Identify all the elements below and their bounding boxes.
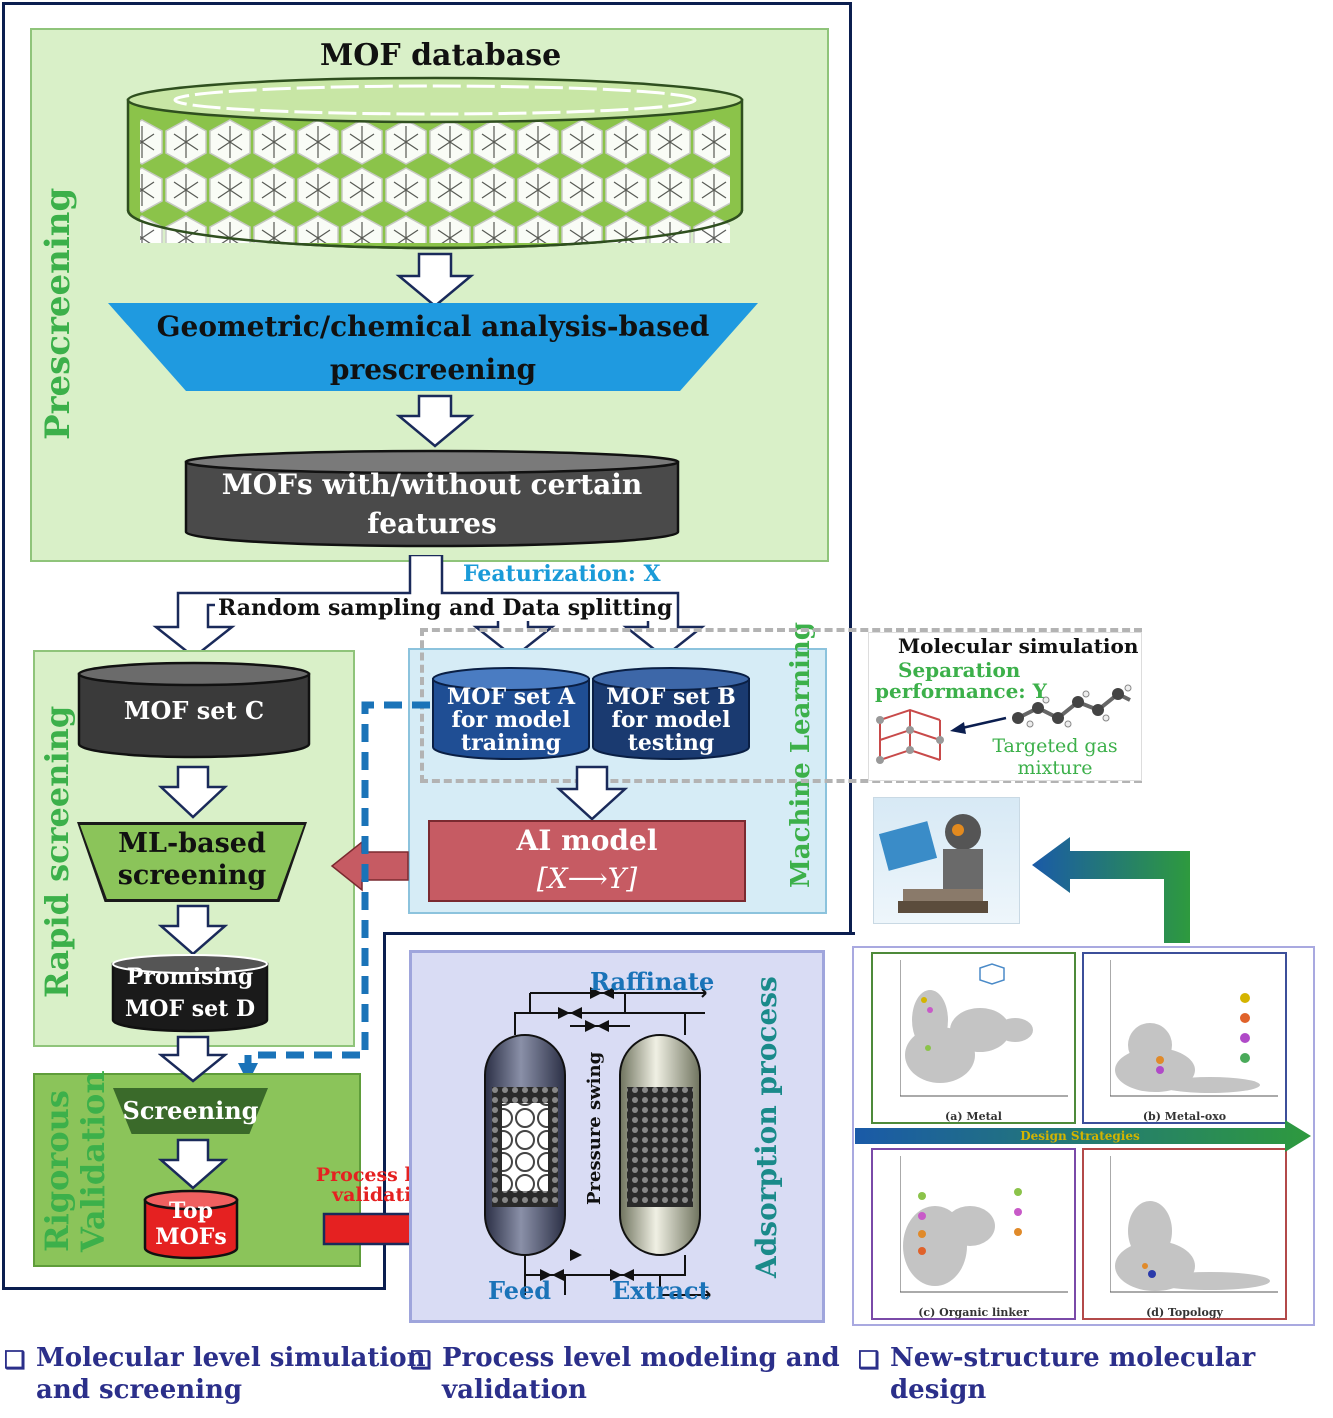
down-arrow-c [158, 765, 228, 819]
mof-set-d-line2: MOF set D [124, 996, 256, 1022]
down-arrow-screening [158, 1138, 228, 1190]
raffinate-label: Raffinate [590, 967, 715, 996]
rigorous-label-line2: Validation [74, 1070, 112, 1252]
adsorption-columns [484, 987, 711, 1300]
mof-set-d-line1: Promising [126, 964, 254, 990]
prescreening-funnel-line2: prescreening [329, 352, 537, 386]
gas-line1: Targeted gas [992, 735, 1118, 757]
prescreening-funnel-line1: Geometric/chemical analysis-based [156, 309, 710, 343]
simulation-title: Molecular simulation [898, 634, 1139, 658]
pressure-swing-label: Pressure swing [584, 1051, 605, 1205]
arrow-left-icon [950, 716, 1007, 734]
design-strategies-arrow [855, 1120, 1311, 1152]
mof-set-c-label: MOF set C [123, 695, 265, 725]
plot-a [871, 952, 1076, 1124]
ai-model-box [428, 820, 746, 902]
separation-label: Separation [898, 658, 1021, 682]
footer-col3-line1: New-structure molecular [890, 1343, 1256, 1373]
plot-c-scatter [900, 1156, 1068, 1293]
design-strategies-label: Design Strategies [1020, 1129, 1140, 1143]
down-arrow-ml [158, 904, 228, 956]
ml-screening-line1: ML-based [118, 827, 266, 859]
frame-step-h [383, 932, 855, 935]
mof-set-b-line2: for model [611, 707, 731, 733]
plot-b-caption: (b) Metal-oxo [1142, 1109, 1227, 1123]
plot-a-caption: (a) Metal [945, 1109, 1002, 1123]
plot-d-caption: (d) Topology [1146, 1305, 1223, 1319]
mof-set-b-cylinder [592, 667, 750, 760]
rigorous-screening-label: Screening [122, 1095, 259, 1125]
rapid-screening-label: Rapid screening [38, 705, 76, 998]
mof-structure-icon [876, 708, 944, 764]
prescreening-label: Prescreening [38, 187, 78, 440]
down-arrow-2 [395, 394, 475, 448]
top-mofs-line1: Top [169, 1198, 213, 1224]
footer-bullet-2: ❑ [410, 1345, 432, 1374]
mof-database-title: MOF database [320, 38, 562, 73]
plot-d [1082, 1148, 1287, 1320]
mof-set-b-line1: MOF set B [606, 684, 736, 710]
prescreening-funnel [108, 303, 758, 391]
footer-col1-line2: and screening [36, 1375, 243, 1405]
robot-icon [878, 814, 988, 913]
plot-b-scatter [1110, 960, 1278, 1097]
ai-model-line1: AI model [516, 823, 658, 857]
down-arrow-1 [395, 252, 475, 308]
adsorption-process-label: Adsorption process [750, 976, 783, 1278]
featurization-label: Featurization: X [463, 561, 661, 587]
splitting-arrows [152, 555, 706, 659]
footer-col2-line1: Process level modeling and [442, 1343, 840, 1373]
extract-label: Extract [612, 1276, 710, 1305]
mof-set-c-cylinder [77, 661, 311, 759]
features-line1: MOFs with/without certain [221, 467, 643, 501]
ml-screening-line2: screening [117, 859, 267, 891]
gas-molecule-icon [1012, 684, 1132, 728]
design-to-robot-arrow [1032, 837, 1190, 943]
footer-bullet-1: ❑ [4, 1345, 26, 1374]
random-sampling-label: Random sampling and Data splitting [215, 595, 676, 621]
plot-c-caption: (c) Organic linker [918, 1305, 1029, 1319]
plot-b [1082, 952, 1287, 1124]
mof-set-a-line2: for model [451, 707, 571, 733]
mof-set-d-cylinder [111, 954, 269, 1033]
down-arrow-d [158, 1035, 228, 1083]
mof-set-b-line3: testing [627, 730, 715, 756]
rigorous-label-line1: Rigorous [38, 1090, 76, 1252]
mof-set-a-line3: training [460, 730, 562, 756]
ml-screening-funnel-inner [80, 825, 304, 899]
footer-col2-line2: validation [442, 1375, 587, 1405]
plot-a-scatter [900, 960, 1068, 1097]
ai-model-line2: [X⟶Y] [536, 861, 638, 895]
top-mofs-line2: MOFs [155, 1224, 227, 1250]
plot-c [871, 1148, 1076, 1320]
features-line2: features [367, 506, 497, 540]
plot-d-scatter [1110, 1156, 1278, 1293]
footer-bullet-3: ❑ [858, 1345, 880, 1374]
down-arrow-ai [555, 765, 629, 821]
features-cylinder [184, 449, 680, 548]
mof-set-a-line1: MOF set A [446, 684, 576, 710]
rigorous-screening-funnel [113, 1088, 268, 1134]
mof-set-a-cylinder [432, 667, 590, 760]
footer-col3-line2: design [890, 1375, 987, 1405]
feed-label: Feed [488, 1276, 552, 1305]
performance-label: performance: Y [875, 679, 1047, 703]
gas-line2: mixture [1017, 757, 1093, 779]
footer-col1-line1: Molecular level simulation [36, 1343, 426, 1373]
top-mofs-cylinder [143, 1189, 239, 1260]
mof-database-cylinder [126, 76, 744, 250]
frame-step-v [383, 932, 386, 1290]
